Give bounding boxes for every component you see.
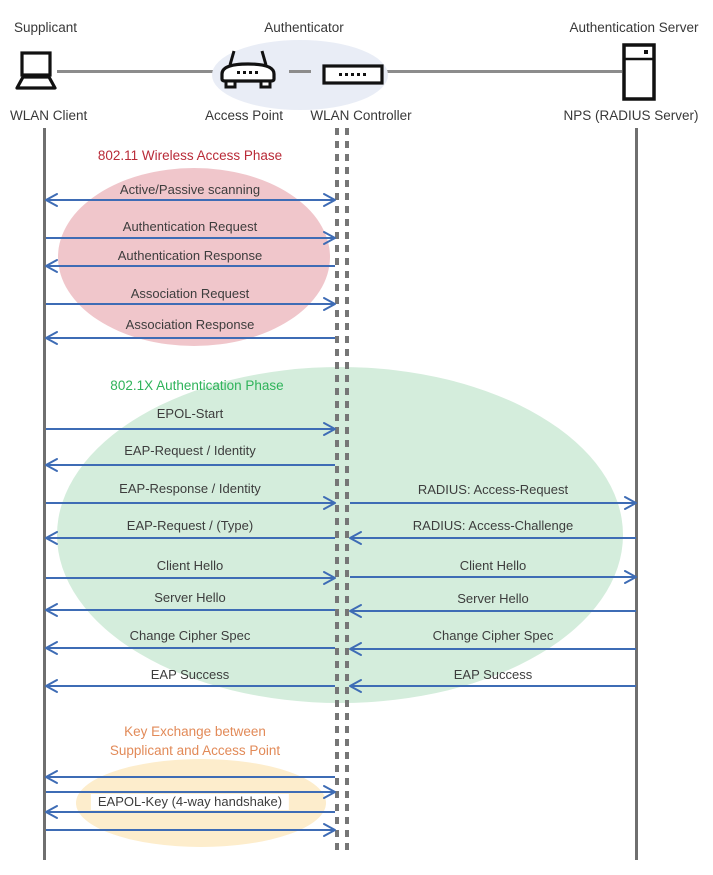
message-arrow — [45, 193, 336, 207]
wlan-client-lifeline — [43, 128, 46, 860]
message-arrow — [45, 331, 335, 345]
laptop-icon — [12, 51, 60, 93]
device-label-nps-radius-server: NPS (RADIUS Server) — [563, 108, 699, 123]
message-arrow — [46, 785, 336, 799]
message-label: Server Hello — [457, 591, 529, 606]
message-label: Active/Passive scanning — [119, 182, 261, 197]
message-arrow — [46, 422, 336, 436]
message-label: RADIUS: Access-Challenge — [412, 518, 574, 533]
wlan-controller-lifeline-b — [345, 128, 349, 853]
wlan-controller-lifeline-a — [335, 128, 339, 853]
message-arrow — [45, 679, 335, 693]
message-label: RADIUS: Access-Request — [417, 482, 569, 497]
message-arrow — [45, 259, 335, 273]
message-arrow — [46, 571, 336, 585]
phase-key-exchange-title: Key Exchange between Supplicant and Acce… — [109, 724, 281, 758]
message-label: EAP Success — [453, 667, 533, 682]
message-arrow — [45, 805, 335, 819]
phase-8021x-authentication-title: 802.1X Authentication Phase — [110, 378, 284, 393]
device-label-wlan-controller: WLAN Controller — [310, 108, 412, 123]
device-label-access-point: Access Point — [204, 108, 284, 123]
message-arrow — [349, 531, 636, 545]
device-label-wlan-client: WLAN Client — [10, 108, 88, 123]
message-label: Client Hello — [156, 558, 224, 573]
message-arrow — [46, 823, 336, 837]
message-arrow — [45, 531, 335, 545]
message-label: Server Hello — [154, 590, 226, 605]
message-label: Association Request — [130, 286, 250, 301]
message-arrow — [350, 496, 637, 510]
message-arrow — [45, 458, 335, 472]
phase-80211-wireless-access-ellipse — [58, 168, 330, 346]
message-arrow — [350, 570, 637, 584]
wlan-controller-icon — [322, 64, 384, 85]
message-label: EAP-Response / Identity — [119, 481, 261, 496]
message-label: Authentication Response — [117, 248, 263, 263]
role-label-authentication-server: Authentication Server — [569, 20, 699, 35]
message-label: Change Cipher Spec — [129, 628, 251, 643]
role-label-authenticator: Authenticator — [264, 20, 344, 35]
message-label: Authentication Request — [122, 219, 258, 234]
message-arrow — [46, 496, 336, 510]
message-label: Association Response — [125, 317, 255, 332]
message-arrow — [45, 603, 335, 617]
message-arrow — [349, 642, 636, 656]
message-arrow — [45, 641, 335, 655]
message-label: EAPOL-Key (4-way handshake) — [90, 794, 290, 810]
message-label: EAP-Request / (Type) — [126, 518, 254, 533]
message-arrow — [349, 679, 636, 693]
message-label: Client Hello — [459, 558, 527, 573]
access-point-icon — [217, 49, 279, 93]
message-arrow — [45, 770, 335, 784]
nps-server-lifeline — [635, 128, 638, 860]
message-arrow — [46, 297, 336, 311]
phase-80211-wireless-access-title: 802.11 Wireless Access Phase — [97, 148, 283, 163]
role-label-supplicant: Supplicant — [14, 20, 78, 35]
message-label: Change Cipher Spec — [432, 628, 554, 643]
message-arrow — [349, 604, 636, 618]
server-icon — [622, 43, 656, 101]
message-label: EPOL-Start — [156, 406, 224, 421]
message-label: EAP Success — [150, 667, 230, 682]
ap-controller-link — [289, 70, 311, 73]
message-arrow — [46, 231, 336, 245]
message-label: EAP-Request / Identity — [124, 443, 256, 458]
